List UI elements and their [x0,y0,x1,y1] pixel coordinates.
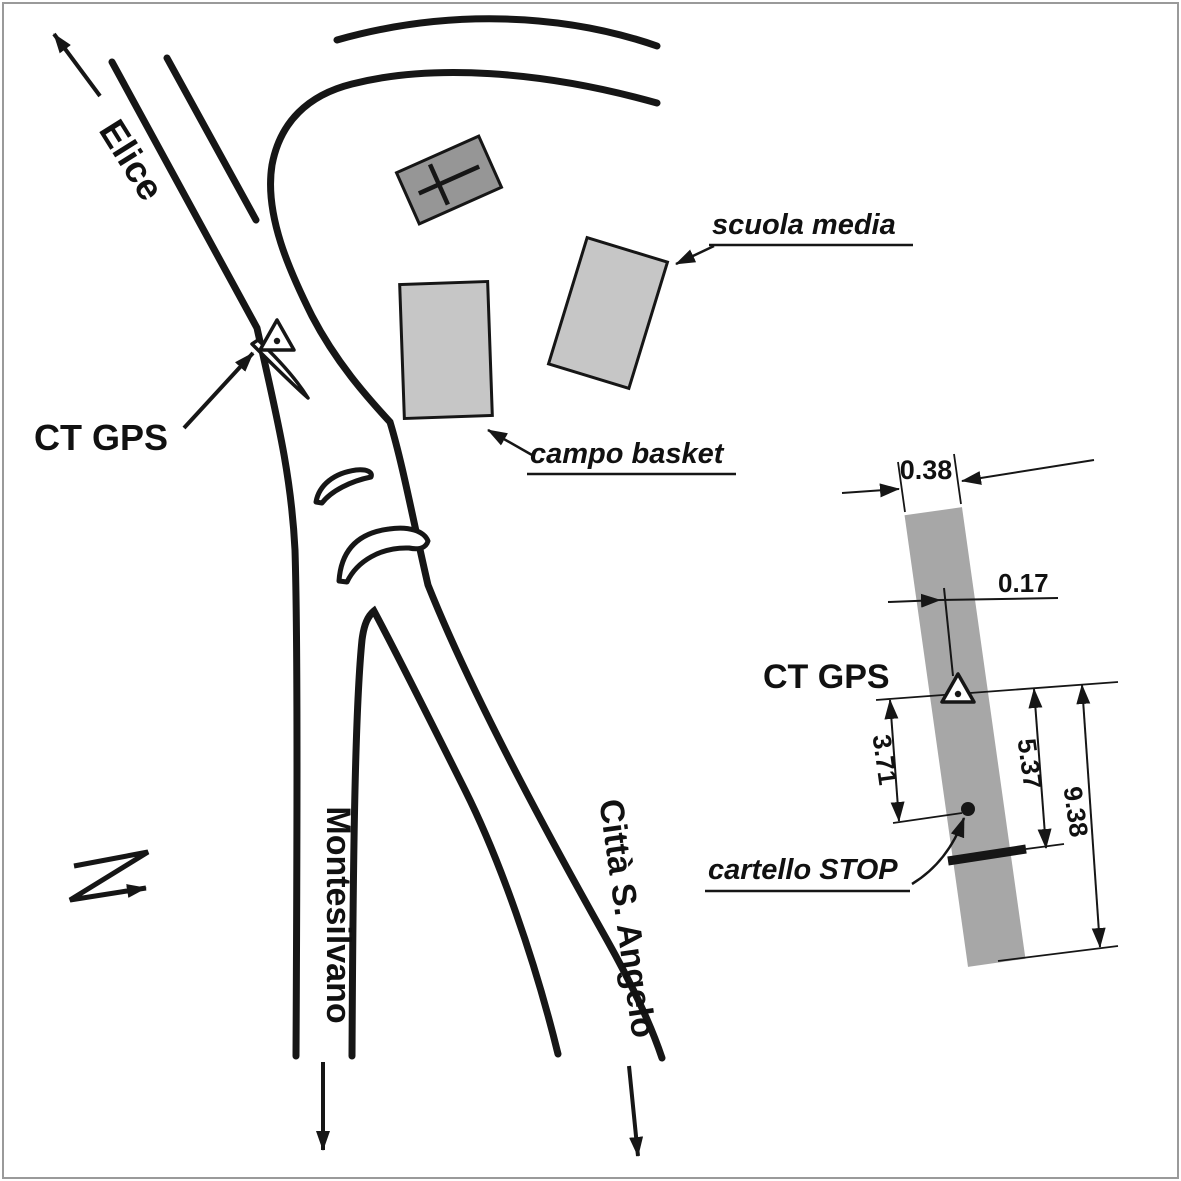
detail-survey-triangle-icon [940,672,976,704]
dim-width-arrow-right [961,459,1095,485]
buildings [394,134,670,421]
wall-end-bar [947,844,1027,866]
traffic-island-small [313,467,374,506]
dim-offset-leader [939,597,1059,601]
road-fork-inner-edges [348,605,562,1060]
ext-line-right-top [953,453,962,505]
dim-bar-line [1028,688,1052,849]
cross-icon [417,163,481,206]
map-ct-gps-label: CT GPS [34,417,168,458]
dim-width-arrow-left [841,483,900,498]
ext-line-left-top [897,461,906,513]
strip-end-level-line [997,945,1119,962]
offset-reference-line [943,587,954,677]
road-top-outer-edge [333,15,661,50]
dim-width-value: 0.38 [900,455,953,485]
basketball-court [398,279,494,421]
road-network [108,15,666,1062]
dim-offset-value: 0.17 [998,568,1049,598]
map-annotations: Elice CT GPS scuola media campo basket M… [34,32,913,1157]
dim-end-line [1076,684,1106,948]
dim-end-value: 9.38 [1058,785,1095,839]
road-east-edge [267,69,666,1062]
school-leader-arrow [675,244,715,266]
school-building [546,235,670,391]
cartello-stop-leader-arrow [911,817,966,886]
detail-ct-gps-label: CT GPS [763,658,890,696]
basket-leader-arrow [487,428,533,457]
north-arrow-icon [68,849,150,903]
traffic-island-large [336,525,431,585]
elice-direction-arrow [52,32,102,98]
detail-diagram: 0.38 0.17 CT GPS 3.71 5.37 9.38 cartello… [705,453,1119,967]
dim-bar-value: 5.37 [1012,737,1049,791]
cartello-stop-label: cartello STOP [708,854,898,886]
median-sliver [250,338,310,400]
ct-gps-leader-arrow [182,351,255,430]
road-elice-right-edge [163,54,260,224]
basket-label: campo basket [530,438,725,470]
dim-sign-line [884,699,905,822]
citta-direction-arrow [627,1065,644,1157]
stop-sign-dot-icon [961,802,975,816]
school-label: scuola media [712,209,896,241]
dim-offset-arrow [887,593,941,608]
road-label-elice: Elice [91,113,172,208]
dim-sign-value: 3.71 [867,733,904,787]
road-label-montesilvano: Montesilvano [319,806,357,1023]
road-label-citta: Città S. Angelo [591,797,662,1040]
road-west-edge [108,58,301,1060]
survey-triangle-icon [258,318,296,352]
church-building [394,134,504,226]
